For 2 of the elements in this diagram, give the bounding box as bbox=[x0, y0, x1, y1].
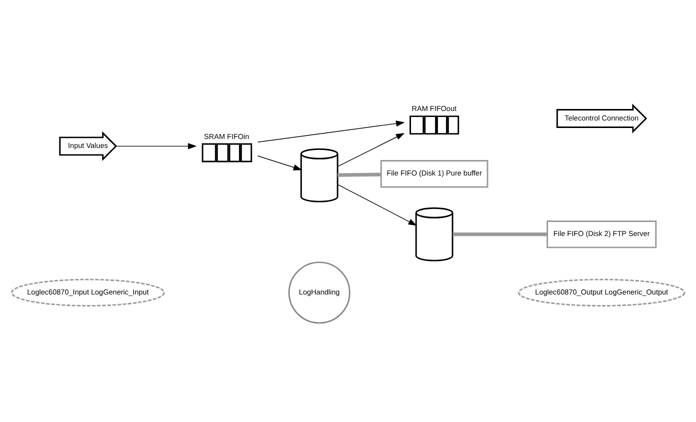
node-label: RAM FIFOout bbox=[412, 104, 457, 113]
node-label: SRAM FIFOin bbox=[204, 131, 250, 140]
